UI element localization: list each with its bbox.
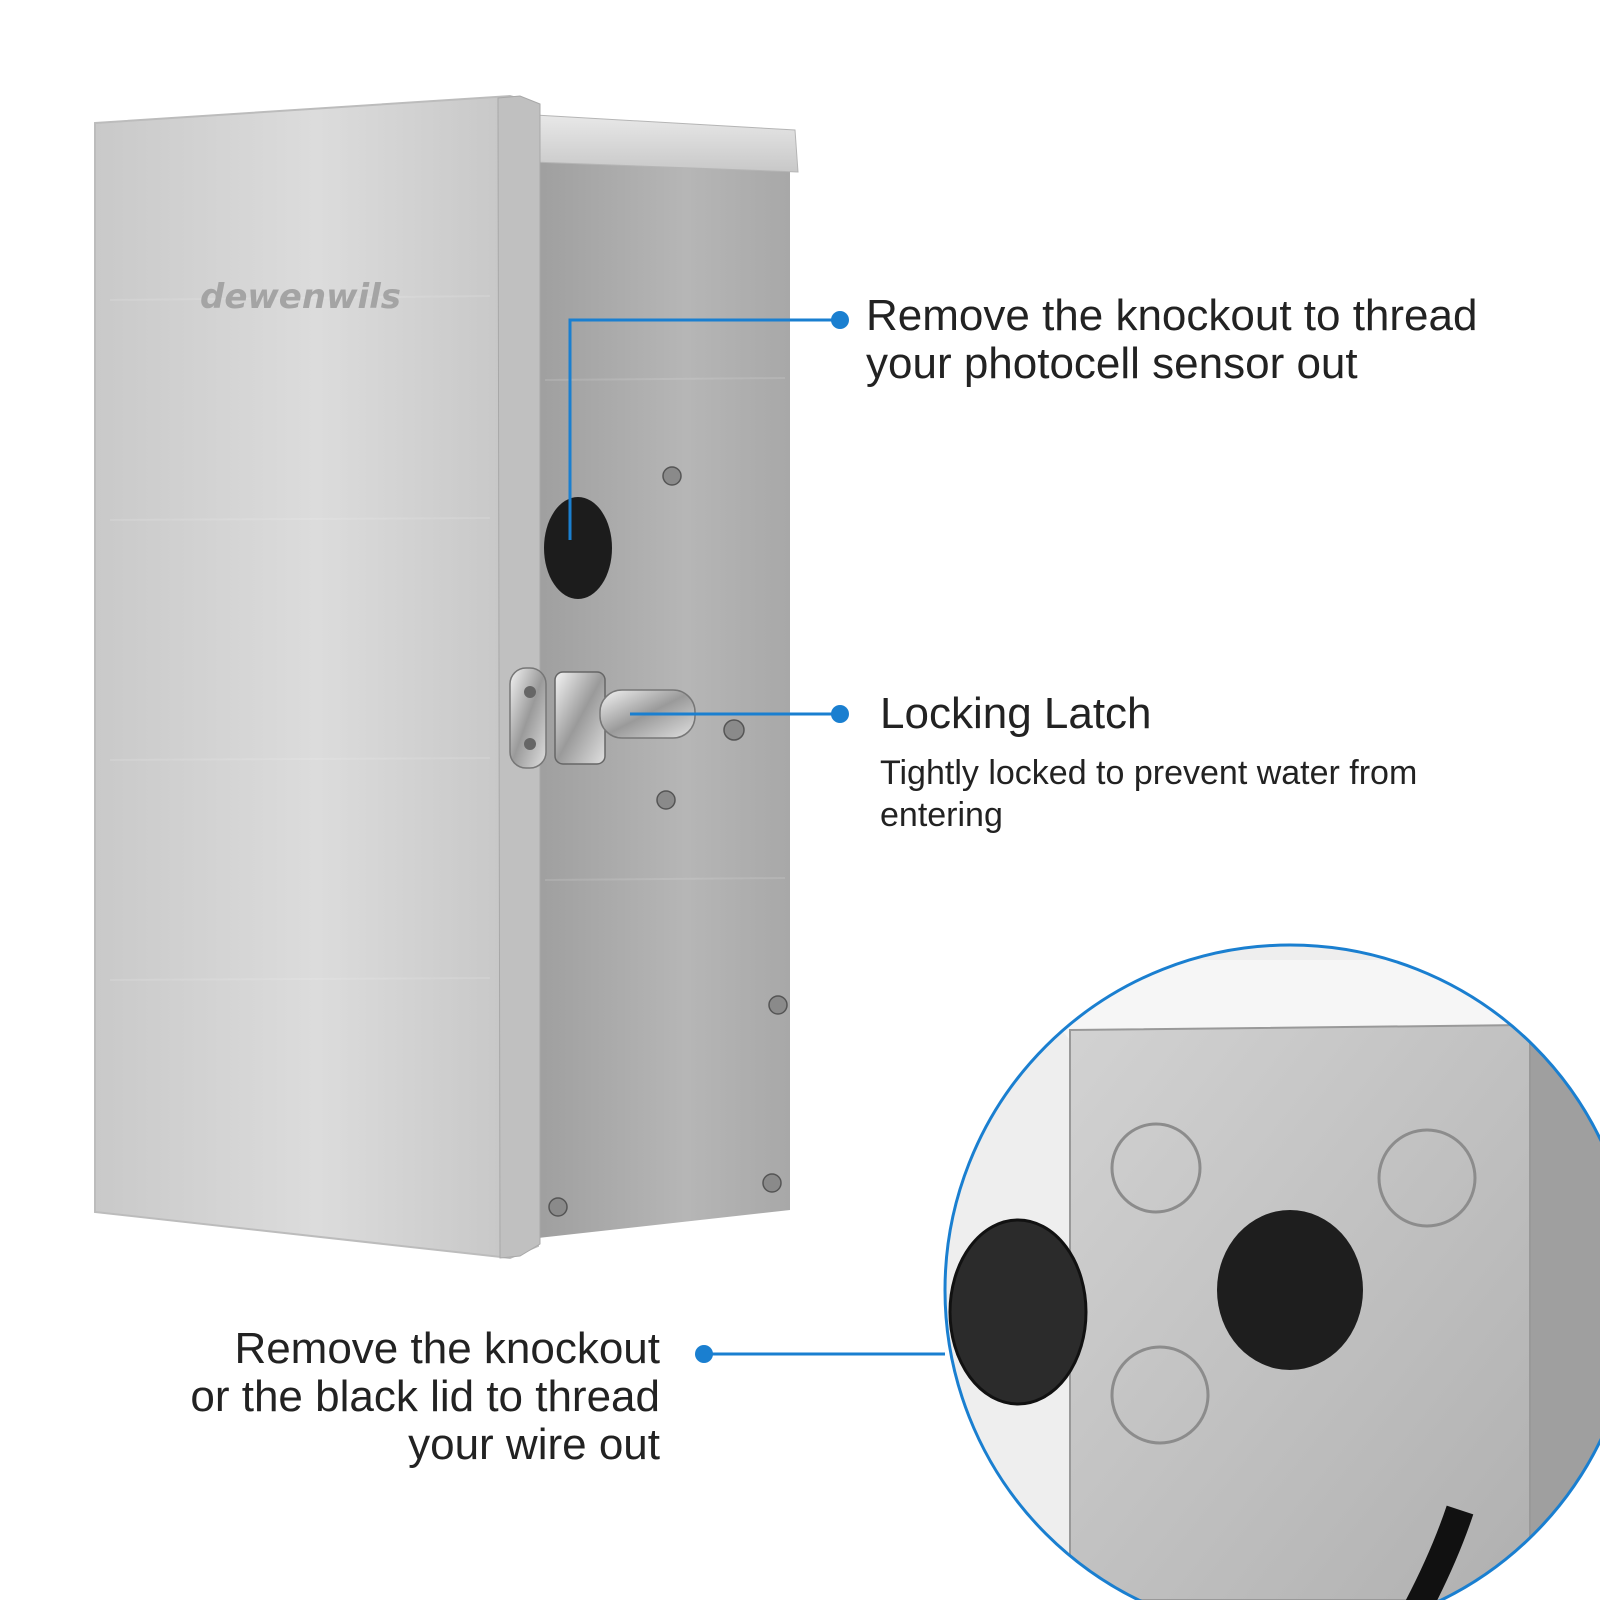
callout-latch-title: Locking Latch: [880, 689, 1152, 738]
screw-icon: [768, 995, 788, 1015]
enclosure-top-lip: [532, 114, 799, 173]
closeup-knockout-ring: [1377, 1128, 1477, 1228]
callout-dot-latch: [831, 705, 849, 723]
callout-line: Remove the knockout: [234, 1324, 660, 1373]
callout-line: Remove the knockout to thread: [866, 291, 1478, 340]
side-screws: [548, 466, 788, 1217]
callout-line: entering: [880, 796, 1003, 834]
screw-icon: [662, 466, 682, 486]
closeup-open-hole: [1217, 1210, 1363, 1370]
callout-connectors: [568, 318, 945, 1356]
brushed-texture: [109, 295, 786, 981]
closeup-knockout-ring: [1110, 1122, 1202, 1214]
closeup-box-side: [1530, 1030, 1600, 1600]
closeup-power-cord: [1387, 1505, 1474, 1600]
closeup-inset: [943, 943, 1600, 1600]
photocell-knockout-hole: [544, 497, 612, 599]
latch-body: [554, 671, 606, 765]
callout-line: Tightly locked to prevent water from: [880, 754, 1418, 792]
screw-icon: [762, 1173, 782, 1193]
closeup-knockout-ring: [1110, 1345, 1210, 1445]
callout-dot-photocell: [831, 311, 849, 329]
connector-photocell: [568, 318, 840, 540]
screw-icon: [548, 1197, 568, 1217]
latch-hinge-plate: [509, 667, 547, 769]
callout-latch-subtitle: Tightly locked to prevent water from ent…: [880, 752, 1520, 836]
brand-logo: dewenwils: [200, 277, 401, 317]
callout-dot-wire: [695, 1345, 713, 1363]
callout-line: or the black lid to thread: [190, 1372, 660, 1421]
enclosure-front-door: [94, 94, 540, 1260]
screw-icon: [656, 790, 676, 810]
callout-line: your wire out: [408, 1420, 660, 1469]
screw-icon: [723, 719, 745, 741]
closeup-circle-border: [943, 943, 1600, 1600]
callout-line: your photocell sensor out: [866, 339, 1358, 388]
callout-photocell-text: Remove the knockout to thread your photo…: [866, 292, 1566, 388]
callout-wire-text: Remove the knockout or the black lid to …: [90, 1325, 660, 1469]
enclosure-main: dewenwils: [94, 94, 799, 1260]
closeup-black-lid: [948, 1218, 1088, 1406]
